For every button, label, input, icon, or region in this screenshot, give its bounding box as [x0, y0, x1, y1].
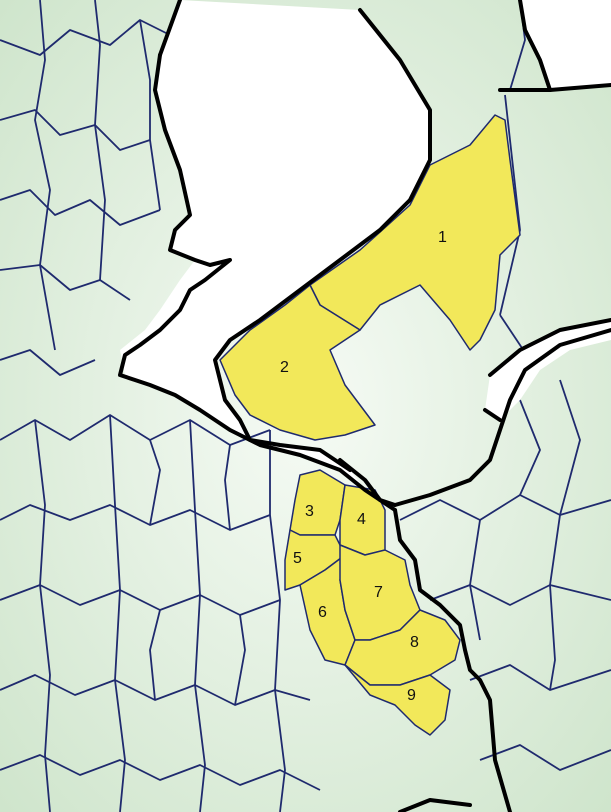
water-body: [120, 0, 430, 490]
major-borders: [118, 0, 611, 812]
label-region-4: 4: [357, 511, 366, 528]
region-labels: 1 2 3 4 5 6 7 8 9: [280, 229, 447, 704]
label-region-7: 7: [374, 584, 383, 601]
label-region-2: 2: [280, 359, 289, 376]
region-9-shape: [344, 664, 451, 736]
label-region-8: 8: [410, 634, 419, 651]
label-region-6: 6: [318, 604, 327, 621]
water-body-lake: [485, 320, 611, 420]
label-region-1: 1: [438, 229, 447, 246]
region-1-shape: [309, 114, 521, 351]
label-region-9: 9: [407, 687, 416, 704]
label-region-3: 3: [305, 503, 314, 520]
label-region-5: 5: [293, 550, 302, 567]
highlighted-regions: [219, 114, 521, 736]
region-2-shape: [219, 284, 376, 441]
